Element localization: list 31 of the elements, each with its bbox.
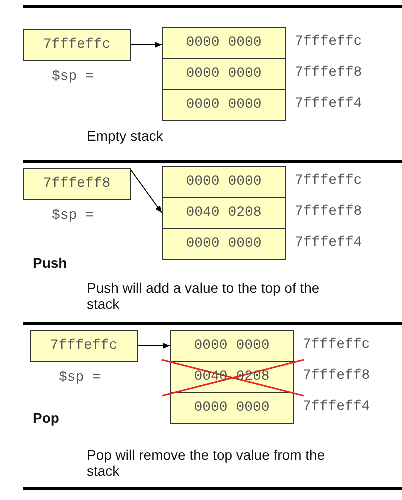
address-label: 7fffeff4 [303, 399, 370, 415]
address-label: 7fffeff8 [303, 368, 370, 384]
address-label: 7fffeffc [303, 337, 370, 353]
stack-cell: 0000 0000 [162, 89, 286, 121]
stack-cell: 0000 0000 [170, 330, 294, 362]
stack-cell: 0000 0000 [170, 392, 294, 424]
stack-cell: 0000 0000 [162, 27, 286, 59]
register-label: $sp = [52, 69, 94, 85]
arrow [130, 170, 162, 214]
pointer-box: 7fffeffc [23, 29, 131, 61]
address-label: 7fffeff8 [295, 204, 362, 220]
stack-cell: 0040 0208 [162, 197, 286, 229]
arrow [130, 42, 162, 48]
stack-cell: 0000 0000 [162, 58, 286, 90]
stack-cell: 0000 0000 [162, 166, 286, 198]
caption: Push will add a value to the top of the stack [87, 280, 321, 312]
pointer-box: 7fffeffc [30, 330, 138, 362]
stack-cell: 0000 0000 [162, 228, 286, 260]
address-label: 7fffeff4 [295, 235, 362, 251]
address-label: 7fffeff8 [295, 65, 362, 81]
register-label: $sp = [52, 208, 94, 224]
address-label: 7fffeff4 [295, 96, 362, 112]
caption: Empty stack [87, 128, 164, 144]
arrow [138, 343, 170, 349]
caption: Pop will remove the top value from the stack [87, 447, 326, 479]
address-label: 7fffeffc [295, 173, 362, 189]
step-heading: Pop [33, 410, 60, 426]
step-heading: Push [33, 255, 68, 271]
address-label: 7fffeffc [295, 34, 362, 50]
register-label: $sp = [59, 370, 102, 386]
pointer-box: 7fffeff8 [23, 168, 131, 200]
